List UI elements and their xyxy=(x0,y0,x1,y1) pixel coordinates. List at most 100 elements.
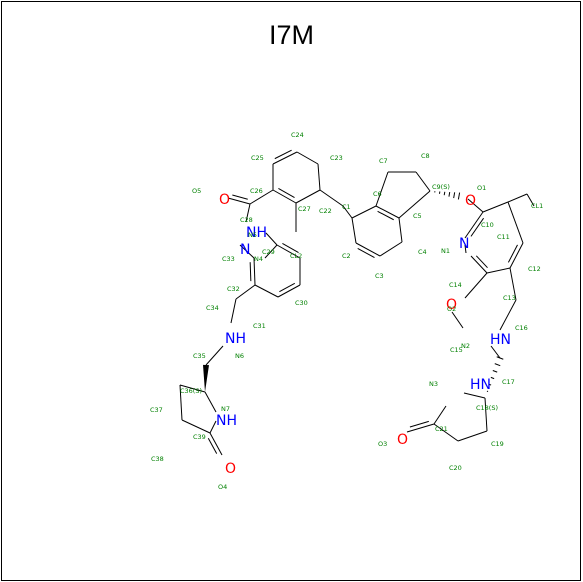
bond xyxy=(467,198,484,213)
bond xyxy=(433,405,447,425)
atom-index-label: C19 xyxy=(491,440,504,448)
atom-index-label: N3 xyxy=(429,380,438,388)
double-bond xyxy=(464,211,484,239)
bond xyxy=(415,171,431,192)
bond xyxy=(254,284,279,298)
bond xyxy=(351,205,377,219)
double-bond-inner xyxy=(274,149,292,160)
atom-index-label: C20 xyxy=(449,464,462,472)
double-bond-inner xyxy=(357,248,375,259)
bond xyxy=(245,203,251,223)
hash-line xyxy=(496,356,504,360)
atom-index-label: C39 xyxy=(193,433,206,441)
atom-index-label: N4 xyxy=(254,255,263,263)
atom-index-label: C11 xyxy=(497,233,510,241)
bond xyxy=(265,232,278,246)
atom-index-label: N7 xyxy=(221,405,230,413)
atom-index-label: C14 xyxy=(449,281,462,289)
bond xyxy=(398,190,431,219)
double-bond-inner xyxy=(475,255,488,269)
atom-index-label: C33 xyxy=(222,255,235,263)
double-bond-inner xyxy=(507,244,518,263)
bond xyxy=(507,193,528,203)
bond xyxy=(486,267,511,274)
bond xyxy=(230,298,237,324)
bond xyxy=(398,217,403,243)
bond xyxy=(526,193,535,207)
double-bond-inner xyxy=(282,243,299,254)
c18-c17-hashed-bond xyxy=(486,356,504,393)
atom-index-label: C7 xyxy=(379,157,388,165)
atom-index-label: C9(S) xyxy=(432,183,450,191)
double-bond-inner xyxy=(232,194,248,200)
carbonyl-bond xyxy=(209,432,223,456)
diagram-title: I7M xyxy=(268,20,314,50)
carbonyl-bond xyxy=(406,423,435,433)
bond xyxy=(463,392,486,399)
double-bond xyxy=(355,242,381,257)
atom-index-label: O2 xyxy=(447,305,456,313)
atom-label-o: O xyxy=(446,297,457,313)
hash-line xyxy=(488,383,492,386)
hash-line xyxy=(492,370,498,373)
atom-index-label: C4 xyxy=(418,248,427,256)
carbonyl-bond xyxy=(227,197,251,205)
atom-index-label: C6 xyxy=(373,190,382,198)
atom-index-label: N6 xyxy=(235,352,244,360)
atom-label-n: N xyxy=(459,236,469,252)
hash-line xyxy=(494,363,501,367)
atom-index-label: C16 xyxy=(515,324,528,332)
atom-label-hn: HN xyxy=(490,332,511,348)
bond xyxy=(249,189,274,205)
atom-index-label: C2 xyxy=(342,252,351,260)
atom-label-o: O xyxy=(397,432,408,448)
bond xyxy=(375,171,389,207)
bond xyxy=(264,244,278,259)
atom-label-o: O xyxy=(225,461,236,477)
bond xyxy=(482,201,509,213)
atom-index-label: C3 xyxy=(375,272,384,280)
double-bond xyxy=(375,205,400,219)
double-bond-inner xyxy=(278,188,295,199)
atom-index-label: O4 xyxy=(218,483,227,491)
bond xyxy=(179,384,206,393)
atom-index-label: C13 xyxy=(503,294,516,302)
atom-index-label: C26 xyxy=(250,187,263,195)
atom-label-nh: NH xyxy=(225,331,246,347)
atom-index-label: O1 xyxy=(477,184,486,192)
double-bond-inner xyxy=(249,262,252,282)
bond xyxy=(351,217,357,244)
atom-index-label: C8 xyxy=(421,152,430,160)
bond xyxy=(509,267,517,301)
double-bond xyxy=(509,242,524,269)
double-bond xyxy=(272,151,298,165)
bond xyxy=(296,151,319,165)
hash-line xyxy=(453,192,456,199)
bond xyxy=(433,423,459,442)
atom-index-label: C21 xyxy=(435,425,448,433)
double-bond-inner xyxy=(470,217,484,237)
atom-index-label: C36(S) xyxy=(180,387,202,395)
atom-index-label: C22 xyxy=(319,207,332,215)
atom-index-label: O5 xyxy=(192,187,201,195)
atom-index-label: C27 xyxy=(298,205,311,213)
atom-index-label: O3 xyxy=(378,440,387,448)
c9-o1-hashed-bond xyxy=(434,191,461,200)
atom-index-label: C5 xyxy=(413,212,422,220)
hash-line xyxy=(443,191,446,196)
double-bond xyxy=(272,189,297,204)
atom-index-label: C25 xyxy=(251,154,264,162)
atom-index-label: C37 xyxy=(150,406,163,414)
atom-index-label: C24 xyxy=(291,131,304,139)
bond xyxy=(507,201,524,244)
atom-index-label: C34 xyxy=(206,304,219,312)
bond xyxy=(205,345,224,366)
bond-layer xyxy=(179,149,535,456)
double-bond-inner xyxy=(377,210,394,221)
atom-index-label: C23 xyxy=(330,154,343,162)
bond xyxy=(295,189,321,204)
bond xyxy=(179,384,183,421)
